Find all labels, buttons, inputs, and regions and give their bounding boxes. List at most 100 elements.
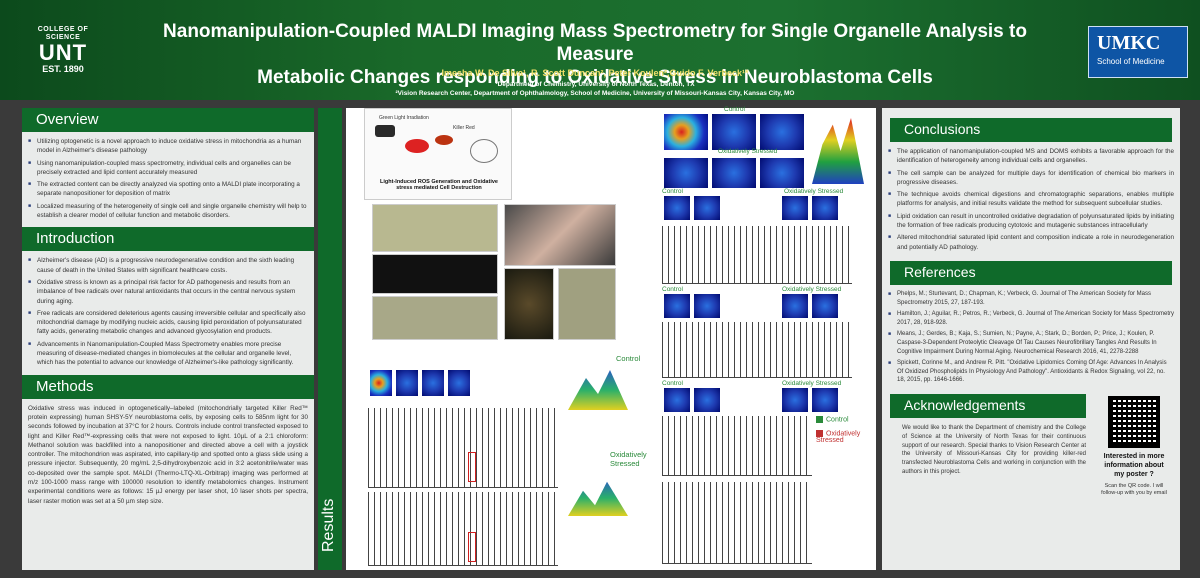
title-line-1: Nanomanipulation-Coupled MALDI Imaging M… (163, 21, 1027, 65)
qr-block: Interested in more information about my … (1094, 395, 1174, 497)
legend-control: Control (816, 416, 849, 423)
umkc-school: School of Medicine (1097, 57, 1165, 66)
unt-college-label: COLLEGE OF SCIENCE (37, 26, 89, 41)
qr-title: Interested in more information about my … (1103, 452, 1165, 478)
acknowledgements-heading: Acknowledgements (890, 393, 1086, 418)
ms-image-heatmap (812, 196, 838, 220)
overview-bullet: Localized measuring of the heterogeneity… (28, 202, 308, 221)
ms-image-heatmap (664, 114, 708, 150)
acknowledgements-body: We would like to thank the Department of… (882, 395, 1180, 497)
ms-image-heatmap (760, 114, 804, 150)
spacer (882, 108, 1180, 118)
methods-text: Oxidative stress was induced in optogene… (28, 404, 308, 505)
mass-spectrum-control (368, 408, 558, 488)
ms-image-heatmap (422, 370, 444, 396)
highlight-box (468, 452, 476, 482)
mass-spectrum (662, 416, 812, 476)
ms-image-heatmap (812, 294, 838, 318)
acknowledgements-text: We would like to thank the Department of… (902, 424, 1086, 475)
scheme-caption-line-2: stress mediated Cell Destruction (396, 185, 482, 191)
mass-spectrum (662, 226, 852, 284)
highlight-box (468, 532, 476, 562)
scheme-green-light-label: Green Light Irradiation (379, 115, 429, 121)
references-list: Phelps, M.; Sturtevant, D.; Chapman, K.;… (882, 285, 1180, 392)
affiliation-2: ²Vision Research Center, Department of O… (395, 90, 795, 97)
title-line-2: Metabolic Changes responding to Oxidativ… (257, 67, 933, 88)
results-strip (318, 108, 342, 570)
conclusion-bullet: The application of nanomanipulation-coup… (888, 147, 1174, 166)
reference-item: Phelps, M.; Sturtevant, D.; Chapman, K.;… (888, 290, 1174, 307)
control-label: Control (724, 106, 745, 113)
microscopy-image (372, 204, 498, 252)
legend-swatch-stressed (816, 430, 823, 437)
overview-bullet: Using nanomanipulation-coupled mass spec… (28, 159, 308, 178)
results-panel: Green Light Irradiation Killer Red Light… (346, 106, 876, 570)
reference-item: Hamilton, J.; Aguilar, R.; Petros, R.; V… (888, 310, 1174, 327)
oxidatively-stressed-label: Oxidatively Stressed (782, 286, 842, 293)
control-label: Control (662, 286, 683, 293)
qr-code-icon[interactable] (1108, 395, 1160, 448)
ms-image-heatmap (396, 370, 418, 396)
oxidatively-stressed-label: Oxidatively Stressed (782, 380, 842, 387)
molecule-icon (470, 139, 498, 163)
3d-surface-plot (568, 481, 628, 516)
mass-spectrum (662, 482, 812, 564)
microscopy-image (372, 296, 498, 340)
ms-image-heatmap (782, 294, 808, 318)
right-column: Conclusions The application of nanomanip… (882, 108, 1180, 570)
unt-est: EST. 1890 (42, 64, 84, 74)
overview-bullet: The extracted content can be directly an… (28, 180, 308, 199)
ms-image-heatmap (712, 114, 756, 150)
affiliation-1: ¹Department of Chemistry, University of … (495, 81, 695, 88)
unt-name: UNT (38, 40, 88, 65)
conclusions-heading: Conclusions (890, 118, 1172, 142)
ms-image-heatmap (664, 294, 690, 318)
ms-image-heatmap (664, 388, 690, 412)
fluorescence-image (372, 254, 498, 294)
poster-header: COLLEGE OF SCIENCE UNT EST. 1890 Nanoman… (0, 0, 1200, 100)
ms-image-heatmap (712, 158, 756, 188)
mass-spectrum (662, 322, 852, 378)
capillary-image (558, 268, 616, 340)
legend-stressed-text: Oxidatively Stressed (816, 430, 861, 445)
oxidatively-stressed-label: Oxidatively Stressed (784, 188, 844, 195)
introduction-heading: Introduction (22, 227, 314, 252)
ms-image-heatmap (782, 388, 808, 412)
legend-control-text: Control (826, 416, 849, 424)
conclusion-bullet: The cell sample can be analyzed for mult… (888, 169, 1174, 188)
introduction-bullet: Oxidative stress is known as a principal… (28, 278, 308, 306)
control-label: Control (616, 354, 641, 363)
ms-image-heatmap (664, 196, 690, 220)
3d-surface-plot (812, 118, 864, 184)
overview-bullet: Utilizing optogenetic is a novel approac… (28, 137, 308, 156)
ms-image-heatmap (694, 196, 720, 220)
introduction-bullet: Advancements in Nanomanipulation-Coupled… (28, 340, 308, 368)
oxidatively-stressed-label: Oxidatively Stressed (718, 148, 778, 155)
ms-image-heatmap (370, 370, 392, 396)
instrument-photo (504, 204, 616, 266)
conclusions-list: The application of nanomanipulation-coup… (882, 142, 1180, 259)
legend-stressed: Oxidatively Stressed (816, 430, 872, 444)
authors: Imesha W. De Silva¹, R. Scott Duncan², P… (441, 68, 749, 78)
ms-image-heatmap (694, 294, 720, 318)
unt-logo: COLLEGE OF SCIENCE UNT EST. 1890 (28, 26, 98, 74)
results-label: Results (320, 498, 337, 552)
mitochondrion-icon (435, 135, 453, 145)
conclusion-bullet: Lipid oxidation can result in uncontroll… (888, 212, 1174, 231)
oxidatively-stressed-label: Oxidatively Stressed (610, 450, 647, 468)
maldi-spot-image (504, 268, 554, 340)
ros-scheme-figure: Green Light Irradiation Killer Red Light… (364, 108, 512, 200)
light-source-icon (375, 125, 395, 137)
reference-item: Spickett, Corinne M., and Andrew R. Pitt… (888, 359, 1174, 385)
ms-image-heatmap (694, 388, 720, 412)
qr-subtitle: Scan the QR code. I will follow-up with … (1101, 482, 1167, 496)
poster-title: Nanomanipulation-Coupled MALDI Imaging M… (130, 20, 1060, 89)
introduction-list: Alzheimer's disease (AD) is a progressiv… (22, 251, 314, 374)
ms-image-heatmap (812, 388, 838, 412)
overview-list: Utilizing optogenetic is a novel approac… (22, 132, 314, 227)
ms-image-heatmap (664, 158, 708, 188)
3d-surface-plot (568, 370, 628, 410)
conclusion-bullet: Altered mitochondrial saturated lipid co… (888, 233, 1174, 252)
control-label: Control (662, 380, 683, 387)
mass-spectrum-stressed (368, 492, 558, 566)
